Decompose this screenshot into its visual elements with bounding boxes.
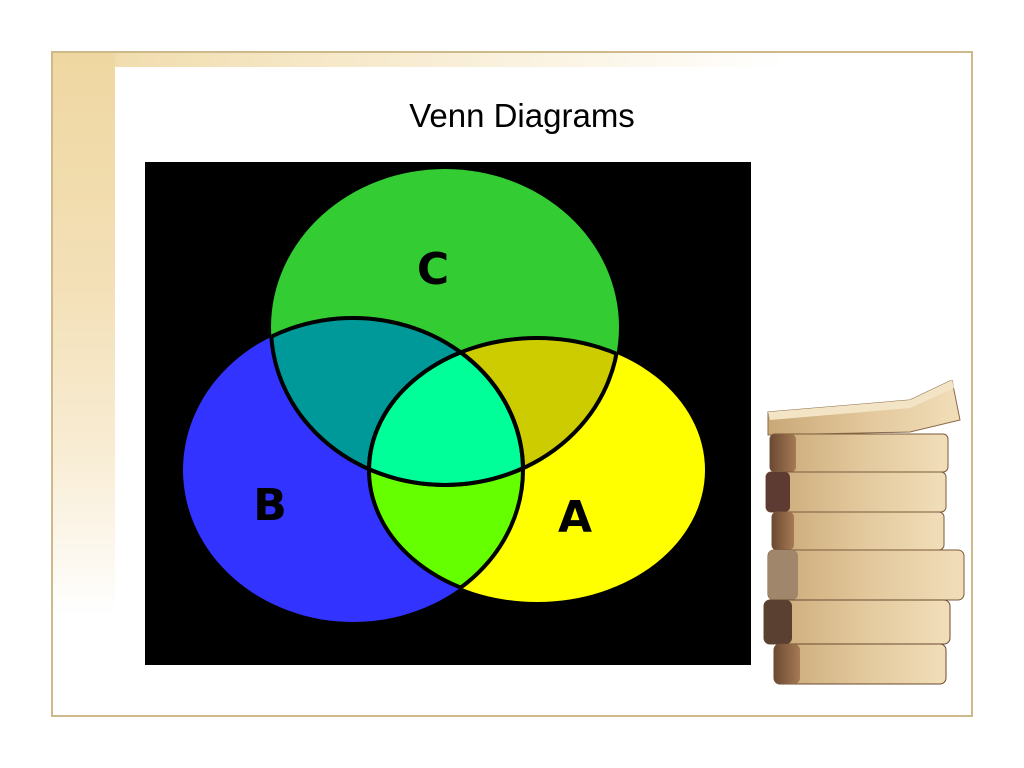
region-a-and-c [369, 338, 619, 485]
stack-of-books-image [763, 380, 965, 685]
venn-diagram: A B C [145, 162, 751, 665]
set-label-a: A [558, 492, 592, 543]
slide-title: Venn Diagrams [409, 97, 635, 134]
venn-diagram-svg: A B C [183, 169, 705, 622]
frame-gradient-top [53, 53, 971, 67]
frame-gradient-left [53, 53, 115, 715]
set-label-c: C [417, 244, 449, 295]
set-label-b: B [253, 480, 287, 531]
